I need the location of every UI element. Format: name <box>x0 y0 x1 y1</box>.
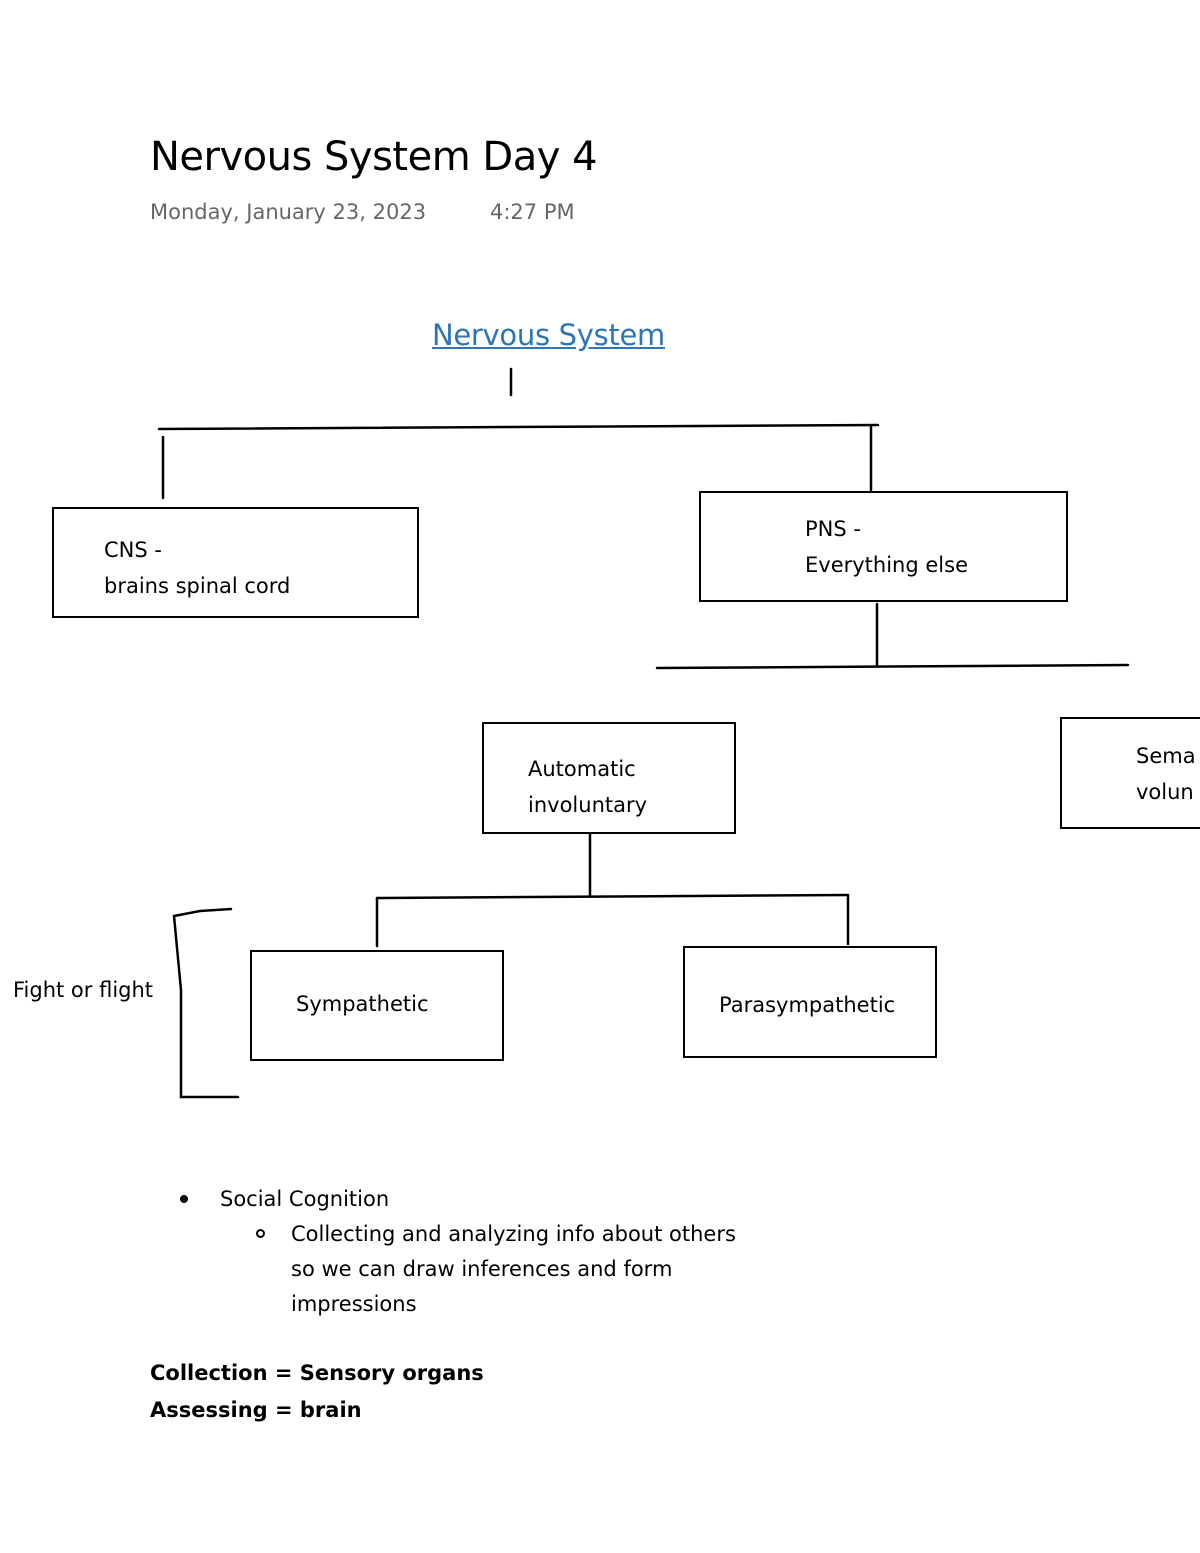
pns-label: PNS - <box>805 517 861 541</box>
cns-label: CNS - <box>104 538 162 562</box>
notes-list: Social Cognition Collecting and analyzin… <box>150 1182 751 1322</box>
bullet-social-cognition: Social Cognition <box>150 1182 751 1217</box>
pns-description: Everything else <box>805 553 968 577</box>
fight-or-flight-label: Fight or flight <box>13 978 154 1002</box>
sympathetic-box <box>250 950 504 1061</box>
cns-box-text: CNS - brains spinal cord <box>104 532 290 604</box>
connector-top-horizontal <box>157 423 880 431</box>
pns-box-text: PNS - Everything else <box>805 511 968 583</box>
summary-block: Collection = Sensory organs Assessing = … <box>150 1355 484 1429</box>
cns-box <box>52 507 419 618</box>
sub-bullet-definition: Collecting and analyzing info about othe… <box>256 1217 751 1322</box>
diagram-title: Nervous System <box>432 318 666 352</box>
sympathetic-label: Sympathetic <box>296 992 429 1016</box>
connector-automatic-horizontal <box>375 893 850 900</box>
cns-description: brains spinal cord <box>104 574 291 598</box>
fight-or-flight-bracket <box>172 907 240 1099</box>
parasympathetic-label: Parasympathetic <box>719 993 896 1017</box>
page-date: Monday, January 23, 2023 <box>150 200 427 224</box>
somatic-label: Sema <box>1136 744 1196 768</box>
pns-box <box>699 491 1068 602</box>
somatic-box-text: Sema volun <box>1136 738 1196 810</box>
automatic-box-text: Automatic involuntary <box>528 751 647 823</box>
page-title: Nervous System Day 4 <box>150 134 598 180</box>
summary-assessing: Assessing = brain <box>150 1398 362 1422</box>
connector-pns-horizontal <box>655 663 1130 670</box>
page-time: 4:27 PM <box>490 200 575 224</box>
somatic-box <box>1060 717 1200 829</box>
automatic-label: Automatic <box>528 757 636 781</box>
summary-collection: Collection = Sensory organs <box>150 1361 484 1385</box>
automatic-box <box>482 722 736 834</box>
parasympathetic-box <box>683 946 937 1058</box>
automatic-description: involuntary <box>528 793 648 817</box>
somatic-description: volun <box>1136 780 1194 804</box>
